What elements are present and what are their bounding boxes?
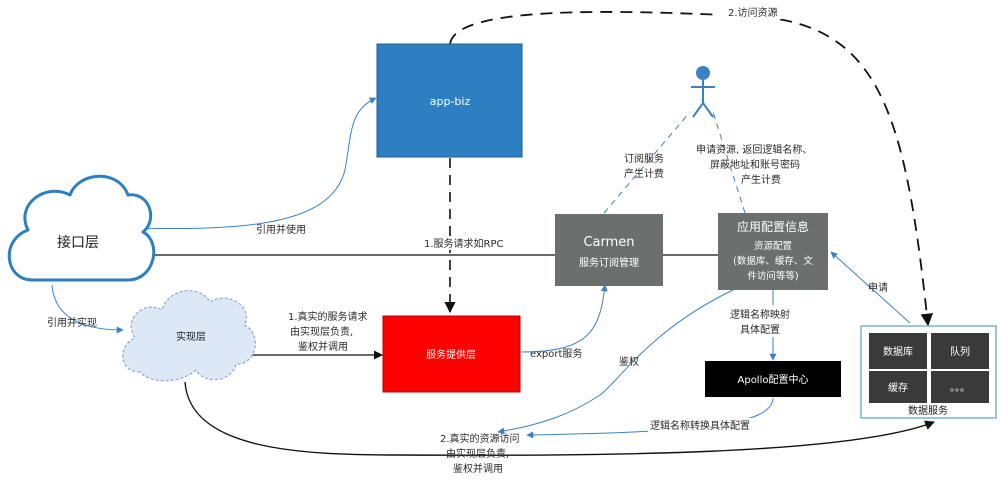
impl-layer-label: 实现层 <box>176 330 206 343</box>
label-reference-use: 引用并使用 <box>256 223 306 236</box>
impl-layer-cloud[interactable]: 实现层 <box>122 290 256 382</box>
apollo-node[interactable]: Apollo配置中心 <box>705 361 841 397</box>
edge-reference-impl <box>51 284 124 334</box>
label-real-resource-3: 鉴权并调用 <box>453 462 503 475</box>
interface-layer-cloud[interactable]: 接口层 <box>7 174 156 282</box>
edge-export-service <box>520 284 608 353</box>
label-logic-mapping-1: 逻辑名称映射 <box>730 308 790 321</box>
edge-real-resource-access <box>184 381 935 456</box>
label-service-rpc: 1.服务请求如RPC <box>424 237 504 250</box>
label-auth: 鉴权 <box>619 355 639 368</box>
label-apply-resource-1: 申请资源, 返回逻辑名称、 <box>696 143 812 156</box>
app-config-node[interactable]: 应用配置信息 资源配置 (数据库、缓存、文 件访问等等) <box>718 213 828 290</box>
edge-subscribe-dash <box>603 111 691 214</box>
label-access-resource: 2.访问资源 <box>728 6 778 19</box>
label-subscribe-2: 产生计费 <box>624 167 664 180</box>
data-cell-queue-label: 队列 <box>950 345 970 358</box>
label-subscribe-1: 订阅服务 <box>624 152 664 165</box>
edge-apply-dash <box>712 111 746 214</box>
service-provider-node[interactable]: 服务提供层 <box>382 315 521 393</box>
app-config-line-2: (数据库、缓存、文 <box>733 255 813 267</box>
label-logic-mapping-2: 具体配置 <box>740 324 780 336</box>
edge-auth <box>497 289 734 435</box>
data-cell-cache-label: 缓存 <box>888 381 908 394</box>
data-cell-queue <box>931 333 989 369</box>
label-logic-convert: 逻辑名称转换具体配置 <box>650 419 750 432</box>
label-real-resource-1: 2.真实的资源访问 <box>440 432 520 445</box>
label-export-service: export服务 <box>530 347 582 360</box>
data-cell-db-label: 数据库 <box>883 345 913 358</box>
edge-reference-use <box>119 97 377 230</box>
label-apply-resource-3: 产生计费 <box>741 173 781 186</box>
app-biz-label: app-biz <box>430 95 471 108</box>
data-service-label: 数据服务 <box>908 404 948 417</box>
app-config-title: 应用配置信息 <box>737 219 809 234</box>
data-cell-more <box>931 371 989 403</box>
edge-access-resource <box>449 11 934 327</box>
label-real-resource-2: 由实现层负责, <box>446 447 509 460</box>
label-real-service-3: 鉴权并调用 <box>298 340 348 353</box>
label-apply: 申请 <box>868 281 888 294</box>
data-cell-more-label: 。。。 <box>950 383 970 394</box>
app-config-line-1: 资源配置 <box>754 241 792 252</box>
label-real-service-2: 由实现层负责, <box>290 325 353 338</box>
user-actor-icon <box>691 66 715 118</box>
data-service-node[interactable]: 数据库 队列 缓存 。。。 数据服务 <box>860 325 997 419</box>
app-config-line-3: 件访问等等) <box>747 270 798 282</box>
carmen-node[interactable]: Carmen 服务订阅管理 <box>555 214 663 286</box>
data-cell-cache <box>869 371 927 403</box>
label-apply-resource-2: 屏蔽地址和账号密码 <box>710 158 800 171</box>
service-provider-label: 服务提供层 <box>426 348 476 361</box>
edge-apply <box>830 251 911 324</box>
interface-layer-label: 接口层 <box>57 234 99 251</box>
label-real-service-1: 1.真实的服务请求 <box>288 310 368 323</box>
label-reference-impl: 引用并实现 <box>47 316 97 329</box>
apollo-label: Apollo配置中心 <box>738 373 809 386</box>
data-cell-db <box>869 333 927 369</box>
carmen-subtitle: 服务订阅管理 <box>579 256 639 269</box>
app-biz-node[interactable]: app-biz <box>376 43 523 158</box>
carmen-title: Carmen <box>583 235 634 250</box>
